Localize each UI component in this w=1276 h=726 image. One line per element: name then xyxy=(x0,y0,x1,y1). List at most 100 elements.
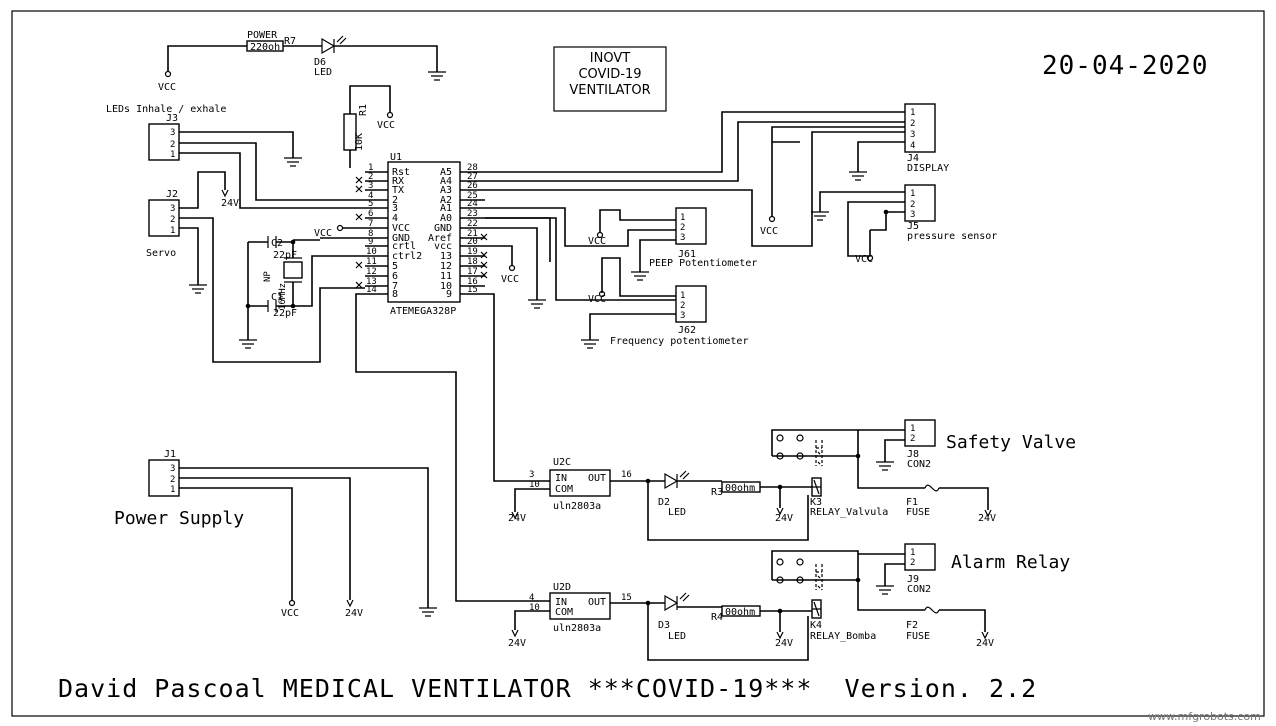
f1-value: FUSE xyxy=(906,507,930,518)
label-mcu-left_nums-6: 7 xyxy=(368,219,373,229)
pin9-to-u2c xyxy=(485,293,550,482)
safety-valve-title: Safety Valve xyxy=(946,432,1076,453)
r1-vcc: VCC xyxy=(377,120,395,131)
u1-right-pins: A5 A4 A3 A2 A1 A0 GND Aref vcc 13 12 11 … xyxy=(428,163,485,300)
label-mcu-right_nums-7: 21 xyxy=(467,229,478,239)
label-u2c-com: COM xyxy=(555,484,573,495)
j5-ref: J5 xyxy=(907,221,919,232)
u2c-ref: U2C xyxy=(553,457,571,468)
label-j61-pins-2: 3 xyxy=(680,233,685,243)
j4-vcc: VCC xyxy=(760,226,778,237)
j3-ref: J3 xyxy=(166,113,178,124)
d3-value: LED xyxy=(668,631,686,642)
label-j5-pins-2: 3 xyxy=(910,210,915,220)
label-j61-pins-0: 1 xyxy=(680,213,685,223)
label-mcu-right_names-5: A0 xyxy=(440,213,452,224)
u1-vcc2: VCC xyxy=(501,274,519,285)
u2d-24v: 24V xyxy=(508,638,526,649)
label-mcu-left_names-5: 4 xyxy=(392,213,398,224)
label-mcu-left_names-0: Rst xyxy=(392,167,410,178)
r4-value: 00ohm xyxy=(725,607,755,618)
vcc-label: VCC xyxy=(158,82,176,93)
label-mcu-right_names-12: 10 xyxy=(440,281,452,292)
f2-ref: F2 xyxy=(906,620,918,631)
label-mcu-right_names-2: A3 xyxy=(440,185,452,196)
sheet-frame xyxy=(11,10,1265,717)
k3-value: RELAY_Valvula xyxy=(810,507,888,518)
label-j62-pins-2: 3 xyxy=(680,311,685,321)
label-j4-pins-2: 3 xyxy=(910,130,915,140)
label-mcu-right_names-4: A1 xyxy=(440,203,452,214)
j3-desc: LEDs Inhale / exhale xyxy=(106,104,226,115)
j62-desc: Frequency potentiometer xyxy=(610,336,748,347)
label-mcu-left_nums-2: 3 xyxy=(368,181,373,191)
connector-j4: 1 2 3 4 J4 DISPLAY VCC xyxy=(485,103,949,247)
label-mcu-right_nums-6: 22 xyxy=(467,219,478,229)
c2-ref: C2 xyxy=(271,238,283,249)
u1-ref: U1 xyxy=(390,152,402,163)
label-mcu-left_nums-9: 10 xyxy=(366,247,377,257)
j9-ref: J9 xyxy=(907,574,919,585)
label-u2c-in: IN xyxy=(555,473,567,484)
label-mcu-right_names-8: vcc xyxy=(434,241,452,252)
j2-desc: Servo xyxy=(146,248,176,259)
r1-ref: R1 xyxy=(358,104,369,116)
label-mcu-right_names-9: 13 xyxy=(440,251,452,262)
label-net-v24: 24V xyxy=(976,638,994,649)
label-j4-pins-3: 4 xyxy=(910,141,915,151)
label-mcu-left_names-8: crtl xyxy=(392,241,416,252)
label-mcu-left_names-3: 2 xyxy=(392,195,398,206)
u1-left-pins: Rst RX TX 2 3 4 VCC GND crtl ctrl2 5 6 7… xyxy=(365,163,422,300)
label-u2d-out: OUT xyxy=(588,597,606,608)
r3-value: 00ohm xyxy=(725,483,755,494)
j61-vcc: VCC xyxy=(588,236,606,247)
label-j1-pins-2: 1 xyxy=(170,485,175,495)
power-label: POWER xyxy=(247,30,278,41)
j4-desc: DISPLAY xyxy=(907,163,949,174)
pin8-to-u2d xyxy=(355,293,550,602)
label-j61-pins-1: 2 xyxy=(680,223,685,233)
k4-value: RELAY_Bomba xyxy=(810,631,876,642)
label-mcu-left_nums-7: 8 xyxy=(368,229,373,239)
label-mcu-right_nums-10: 18 xyxy=(467,257,478,267)
title-box: INOVT COVID-19 VENTILATOR xyxy=(553,46,667,112)
j8-ref: J8 xyxy=(907,449,919,460)
d6-value: LED xyxy=(314,67,332,78)
j1-desc: Power Supply xyxy=(114,508,244,529)
label-j5-pins-1: 2 xyxy=(910,200,915,210)
r1-value: 10K xyxy=(354,133,365,151)
u2c-channel: U2C IN COM OUT 3 10 16 uln2803a 24V 24V … xyxy=(508,419,1076,541)
xtal-ref: NP xyxy=(263,271,273,282)
u2d-channel: U2D IN COM OUT 4 10 15 uln2803a 24V 24V … xyxy=(508,543,1070,661)
j2-pin-3: 3 xyxy=(170,204,175,214)
j2-pin-2: 2 xyxy=(170,215,175,225)
j5-desc: pressure sensor xyxy=(907,231,997,242)
label-u2d-in: IN xyxy=(555,597,567,608)
u2d-part: uln2803a xyxy=(553,623,601,634)
label-mcu-left_nums-11: 12 xyxy=(366,267,377,277)
label-ch2-pins-0: 1 xyxy=(910,548,915,558)
label-mcu-left_names-9: ctrl2 xyxy=(392,251,422,262)
label-ch2-pins-1: 2 xyxy=(910,558,915,568)
u2c-24v: 24V xyxy=(508,513,526,524)
j2-pin-1: 1 xyxy=(170,226,175,236)
label-j5-pins-0: 1 xyxy=(910,189,915,199)
label-ch1-pins-0: 1 xyxy=(910,424,915,434)
label-mcu-right_names-7: Aref xyxy=(428,233,452,244)
label-mcu-left_names-13: 8 xyxy=(392,289,398,300)
label-mcu-left_nums-3: 4 xyxy=(368,191,373,201)
watermark: www.mfgrobots.com xyxy=(1148,710,1261,723)
crystal-circuit: C2 22pF C1 22pF NP 16MHz xyxy=(239,236,365,349)
connector-j3: 3 2 1 LEDs Inhale / exhale J3 xyxy=(106,104,365,209)
c1-value: 22pF xyxy=(273,308,297,319)
label-net-v24: 24V xyxy=(978,513,996,524)
label-mcu-left_nums-1: 2 xyxy=(368,172,373,182)
power-led-circuit: POWER 220oh R7 D6 LED VCC xyxy=(158,30,446,93)
r4-ref: R4 xyxy=(711,612,723,623)
j1-24v: 24V xyxy=(345,608,363,619)
connector-j61: 1 2 3 J61 PEEP Potentiometer VCC xyxy=(485,207,757,281)
mcu-u1: U1 ATEMEGA328P Rst RX TX 2 3 4 VCC GND c… xyxy=(355,152,488,317)
label-mcu-right_names-1: A4 xyxy=(440,176,452,187)
label-net-v24: 24V xyxy=(775,638,793,649)
